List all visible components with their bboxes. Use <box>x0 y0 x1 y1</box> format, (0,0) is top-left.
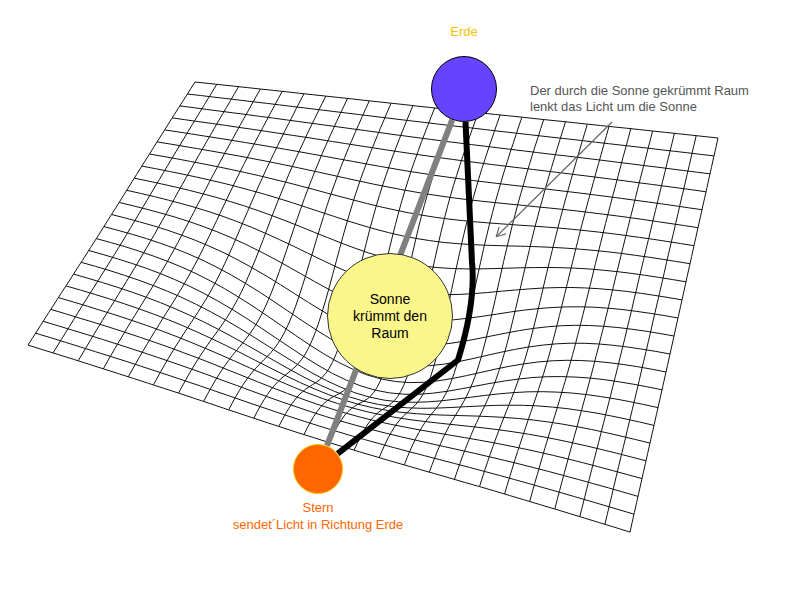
apparent-path <box>327 120 452 446</box>
grid-line <box>630 138 718 532</box>
grid-line <box>580 133 675 516</box>
annotation-note: Der durch die Sonne gekrümmt Raum lenkt … <box>530 83 770 115</box>
grid-line <box>480 124 588 487</box>
grid-line <box>96 239 666 383</box>
node-label: Sonne krümmt den Raum <box>345 291 435 342</box>
leader-line <box>497 122 612 236</box>
node-label: Stern <box>302 500 333 515</box>
grid-line <box>128 91 282 376</box>
node-inner: Sonne krümmt den Raum <box>328 254 452 378</box>
grid-line <box>53 84 217 353</box>
grid-line <box>204 99 348 402</box>
grid-line <box>605 136 696 525</box>
earth-circle: Erde <box>431 56 497 122</box>
node-label: Erde <box>450 24 477 39</box>
grid-line <box>555 131 653 509</box>
grid-line <box>530 129 631 502</box>
sun-circle: Sonne krümmt den Raum <box>327 253 453 379</box>
star-circle: Sternsendet´Licht in Richtung Erde <box>293 444 343 494</box>
node-caption: sendet´Licht in Richtung Erde <box>233 517 404 532</box>
grid-line <box>78 87 238 361</box>
